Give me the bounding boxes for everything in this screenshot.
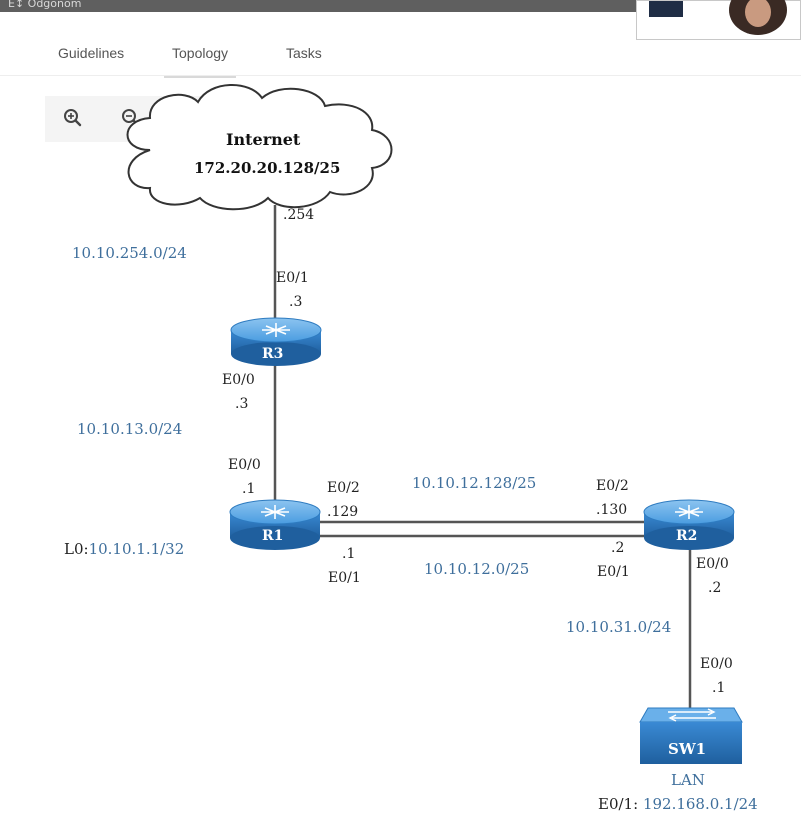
sw1-e0-1-label: E0/1: [598, 795, 639, 813]
loopback-ip: 10.10.1.1/32 [88, 540, 185, 558]
r1-e0-2-host: .129 [327, 504, 359, 520]
tab-divider [0, 75, 801, 76]
r2-e0-0-host: .2 [708, 580, 722, 596]
window-title-bar: E↕ Odgonom [0, 0, 801, 12]
internet-subnet: 172.20.20.128/25 [194, 159, 341, 177]
network-10-10-12-128: 10.10.12.128/25 [412, 474, 537, 492]
network-10-10-254: 10.10.254.0/24 [72, 244, 187, 262]
network-10-10-13: 10.10.13.0/24 [77, 420, 183, 438]
sw1-e0-0-label: E0/0 [700, 656, 733, 672]
zoom-in-icon [64, 109, 82, 127]
router-r1[interactable] [229, 499, 321, 550]
r3-e0-1-label: E0/1 [276, 270, 309, 286]
r2-label: R2 [676, 528, 698, 544]
r2-e0-1-label: E0/1 [597, 564, 630, 580]
loopback-prefix: L0: [64, 540, 89, 558]
router-r3[interactable] [230, 317, 322, 366]
r1-e0-2-label: E0/2 [327, 480, 360, 496]
r2-e0-1-host: .2 [611, 540, 625, 556]
sw1-label: SW1 [668, 740, 707, 758]
r1-e0-0-host: .1 [242, 481, 256, 497]
internet-host-254: .254 [283, 207, 315, 223]
r3-e0-0-host: .3 [235, 396, 249, 412]
lan-label: LAN [671, 771, 705, 789]
r2-e0-0-label: E0/0 [696, 556, 729, 572]
participant-avatar [729, 0, 787, 35]
r1-e0-1-host: .1 [342, 546, 356, 562]
tab-guidelines[interactable]: Guidelines [58, 45, 125, 61]
video-tile [649, 1, 683, 17]
r3-e0-1-host: .3 [289, 294, 303, 310]
router-r2[interactable] [643, 499, 735, 550]
tab-topology[interactable]: Topology [164, 36, 237, 78]
r3-label: R3 [262, 346, 284, 362]
r2-e0-2-host: .130 [596, 502, 628, 518]
internet-cloud [126, 84, 393, 211]
network-10-10-12-0: 10.10.12.0/25 [424, 560, 530, 578]
sw1-e0-0-host: .1 [712, 680, 726, 696]
switch-sw1[interactable] [639, 707, 743, 764]
video-thumbnail[interactable] [636, 0, 801, 40]
tab-tasks[interactable]: Tasks [286, 45, 322, 61]
r3-e0-0-label: E0/0 [222, 372, 255, 388]
r2-e0-2-label: E0/2 [596, 478, 629, 494]
zoom-in-button[interactable] [59, 104, 87, 132]
r1-e0-1-label: E0/1 [328, 570, 361, 586]
window-title: E↕ Odgonom [8, 0, 82, 10]
lan-ip: 192.168.0.1/24 [642, 795, 758, 813]
r1-label: R1 [262, 528, 284, 544]
r1-e0-0-label: E0/0 [228, 457, 261, 473]
internet-title: Internet [226, 130, 301, 149]
loopback-label: L0:10.10.1.1/32 [64, 540, 184, 558]
sw1-e0-1-lan: E0/1: 192.168.0.1/24 [598, 795, 758, 813]
network-10-10-31: 10.10.31.0/24 [566, 618, 672, 636]
